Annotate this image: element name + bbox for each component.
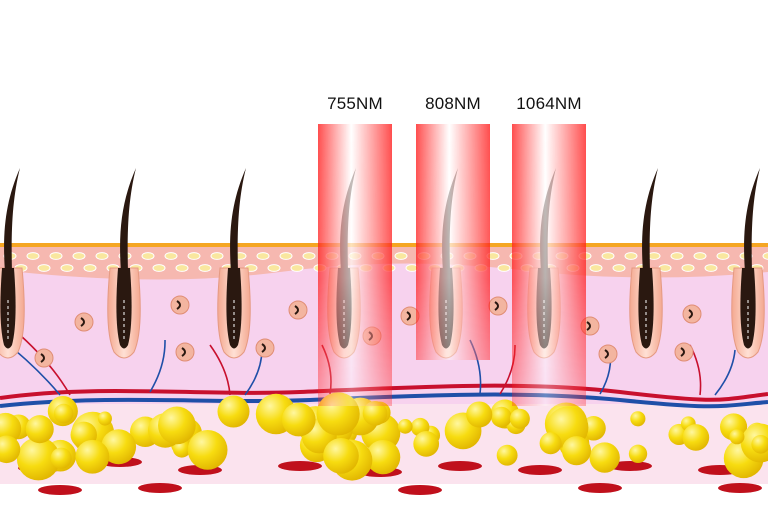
red-cell [398, 485, 442, 495]
red-cell [578, 483, 622, 493]
epidermis-cell [590, 265, 602, 272]
fat-cell-icon [51, 448, 72, 469]
red-cell [718, 483, 762, 493]
epidermis-cell [602, 253, 614, 260]
red-cell [518, 465, 562, 475]
epidermis-cell [671, 253, 683, 260]
epidermis-cell [211, 253, 223, 260]
fat-cell-icon [629, 445, 647, 463]
epidermis-cell [38, 265, 50, 272]
fat-cell-icon [323, 438, 359, 474]
red-cell [138, 483, 182, 493]
epidermis-cell [303, 253, 315, 260]
epidermis-cell [291, 265, 303, 272]
epidermis-cell [165, 253, 177, 260]
epidermis-cell [61, 265, 73, 272]
fat-cell-icon [398, 419, 413, 434]
fat-cell-icon [282, 403, 316, 437]
epidermis-cell [682, 265, 694, 272]
fat-cell-icon [75, 440, 109, 474]
fat-cell-icon [497, 445, 518, 466]
beam-label-808: 808NM [403, 94, 503, 114]
fat-cell-icon [562, 436, 591, 465]
fat-cell-icon [466, 401, 492, 427]
epidermis-cell [176, 265, 188, 272]
red-cell [438, 461, 482, 471]
epidermis-cell [188, 253, 200, 260]
epidermis-cell [648, 253, 660, 260]
fat-cell-icon [510, 409, 530, 429]
beam-808nm [416, 124, 490, 360]
epidermis-cell [280, 253, 292, 260]
fat-cell-icon [589, 442, 619, 472]
epidermis-cell [199, 265, 211, 272]
beam-1064nm [512, 124, 586, 406]
epidermis-cell [153, 265, 165, 272]
epidermis-cell [257, 253, 269, 260]
epidermis-cell [498, 265, 510, 272]
red-cell [38, 485, 82, 495]
fat-cell-icon [158, 407, 196, 445]
fat-cell-icon [729, 429, 744, 444]
epidermis-cell [27, 253, 39, 260]
epidermis-cell [613, 265, 625, 272]
beam-label-755: 755NM [305, 94, 405, 114]
fat-cell-icon [217, 396, 249, 428]
fat-cell-icon [683, 424, 710, 451]
epidermis-cell [694, 253, 706, 260]
fat-cell-icon [491, 407, 512, 428]
beam-label-1064: 1064NM [499, 94, 599, 114]
epidermis-cell [73, 253, 85, 260]
epidermis-cell [50, 253, 62, 260]
fat-cell-icon [413, 431, 439, 457]
fat-cell-icon [188, 430, 228, 470]
red-cell [278, 461, 322, 471]
epidermis-cell [96, 253, 108, 260]
epidermis-cell [268, 265, 280, 272]
epidermis-cell [84, 265, 96, 272]
fat-cell-icon [26, 415, 54, 443]
epidermis-cell [625, 253, 637, 260]
epidermis-cell [395, 253, 407, 260]
epidermis-cell [705, 265, 717, 272]
epidermis-cell [717, 253, 729, 260]
fat-cell-icon [54, 404, 74, 424]
epidermis-cell [142, 253, 154, 260]
fat-cell-icon [540, 432, 562, 454]
fat-cell-icon [98, 412, 112, 426]
beam-755nm [318, 124, 392, 406]
epidermis-cell [659, 265, 671, 272]
fat-cell-icon [630, 411, 645, 426]
